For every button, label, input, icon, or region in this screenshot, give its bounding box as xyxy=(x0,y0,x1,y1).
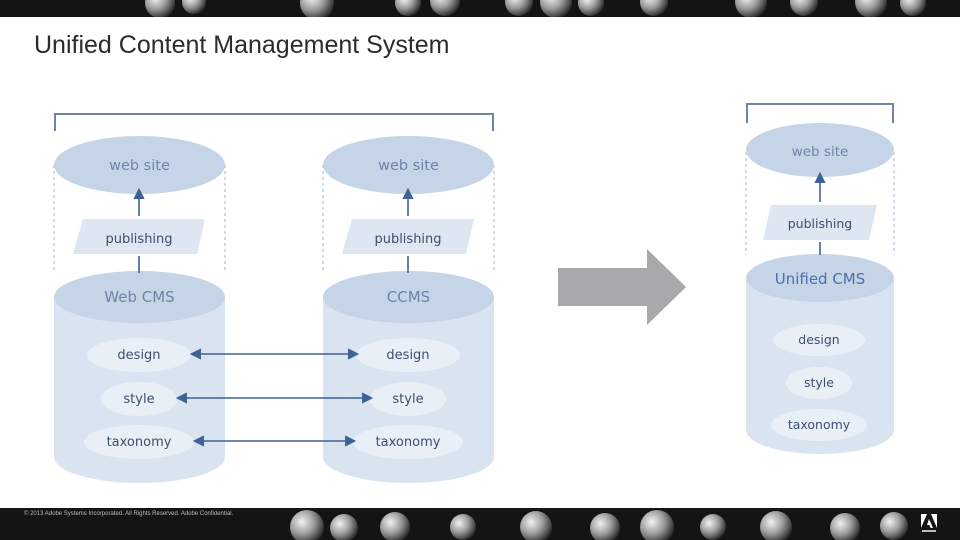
transition-arrow-icon xyxy=(558,249,686,325)
style-label-left: style xyxy=(123,392,154,407)
adobe-logo-icon xyxy=(921,514,937,532)
web-cms-label: Web CMS xyxy=(104,288,174,306)
unified-group-bracket xyxy=(746,103,894,123)
taxonomy-label-right: taxonomy xyxy=(376,435,441,450)
web-site-label-right: web site xyxy=(378,158,439,174)
style-label-right: style xyxy=(392,392,423,407)
copyright-footer: © 2013 Adobe Systems Incorporated. All R… xyxy=(24,511,234,517)
publishing-label-right: publishing xyxy=(374,232,441,247)
unified-cms-stack: web site publishing Unified CMS design s… xyxy=(745,123,895,454)
design-label-left: design xyxy=(117,348,160,363)
unified-cms-ellipse xyxy=(746,254,894,302)
web-site-label-left: web site xyxy=(109,158,170,174)
web-site-ellipse-right xyxy=(323,136,494,194)
top-decorative-band xyxy=(0,0,960,17)
ccms-ellipse xyxy=(323,271,494,323)
taxonomy-label-unified: taxonomy xyxy=(788,417,851,432)
publishing-shape-unified xyxy=(763,205,877,240)
left-group-bracket xyxy=(54,113,494,131)
style-label-unified: style xyxy=(804,375,834,390)
publishing-shape-left xyxy=(73,219,205,254)
slide-title: Unified Content Management System xyxy=(34,31,450,59)
web-site-label-unified: web site xyxy=(792,144,849,160)
ccms-stack: web site publishing CCMS design style ta… xyxy=(322,136,495,483)
design-label-right: design xyxy=(386,348,429,363)
web-site-ellipse-left xyxy=(54,136,225,194)
ccms-label: CCMS xyxy=(387,288,430,306)
web-site-ellipse-unified xyxy=(746,123,894,177)
bottom-decorative-band xyxy=(0,508,960,540)
publishing-shape-right xyxy=(342,219,474,254)
design-label-unified: design xyxy=(798,332,839,347)
unified-cms-label: Unified CMS xyxy=(775,270,866,288)
web-cms-ellipse xyxy=(54,271,225,323)
publishing-label-left: publishing xyxy=(105,232,172,247)
web-cms-stack: web site publishing Web CMS design style… xyxy=(53,136,226,483)
taxonomy-label-left: taxonomy xyxy=(107,435,172,450)
publishing-label-unified: publishing xyxy=(788,216,853,231)
